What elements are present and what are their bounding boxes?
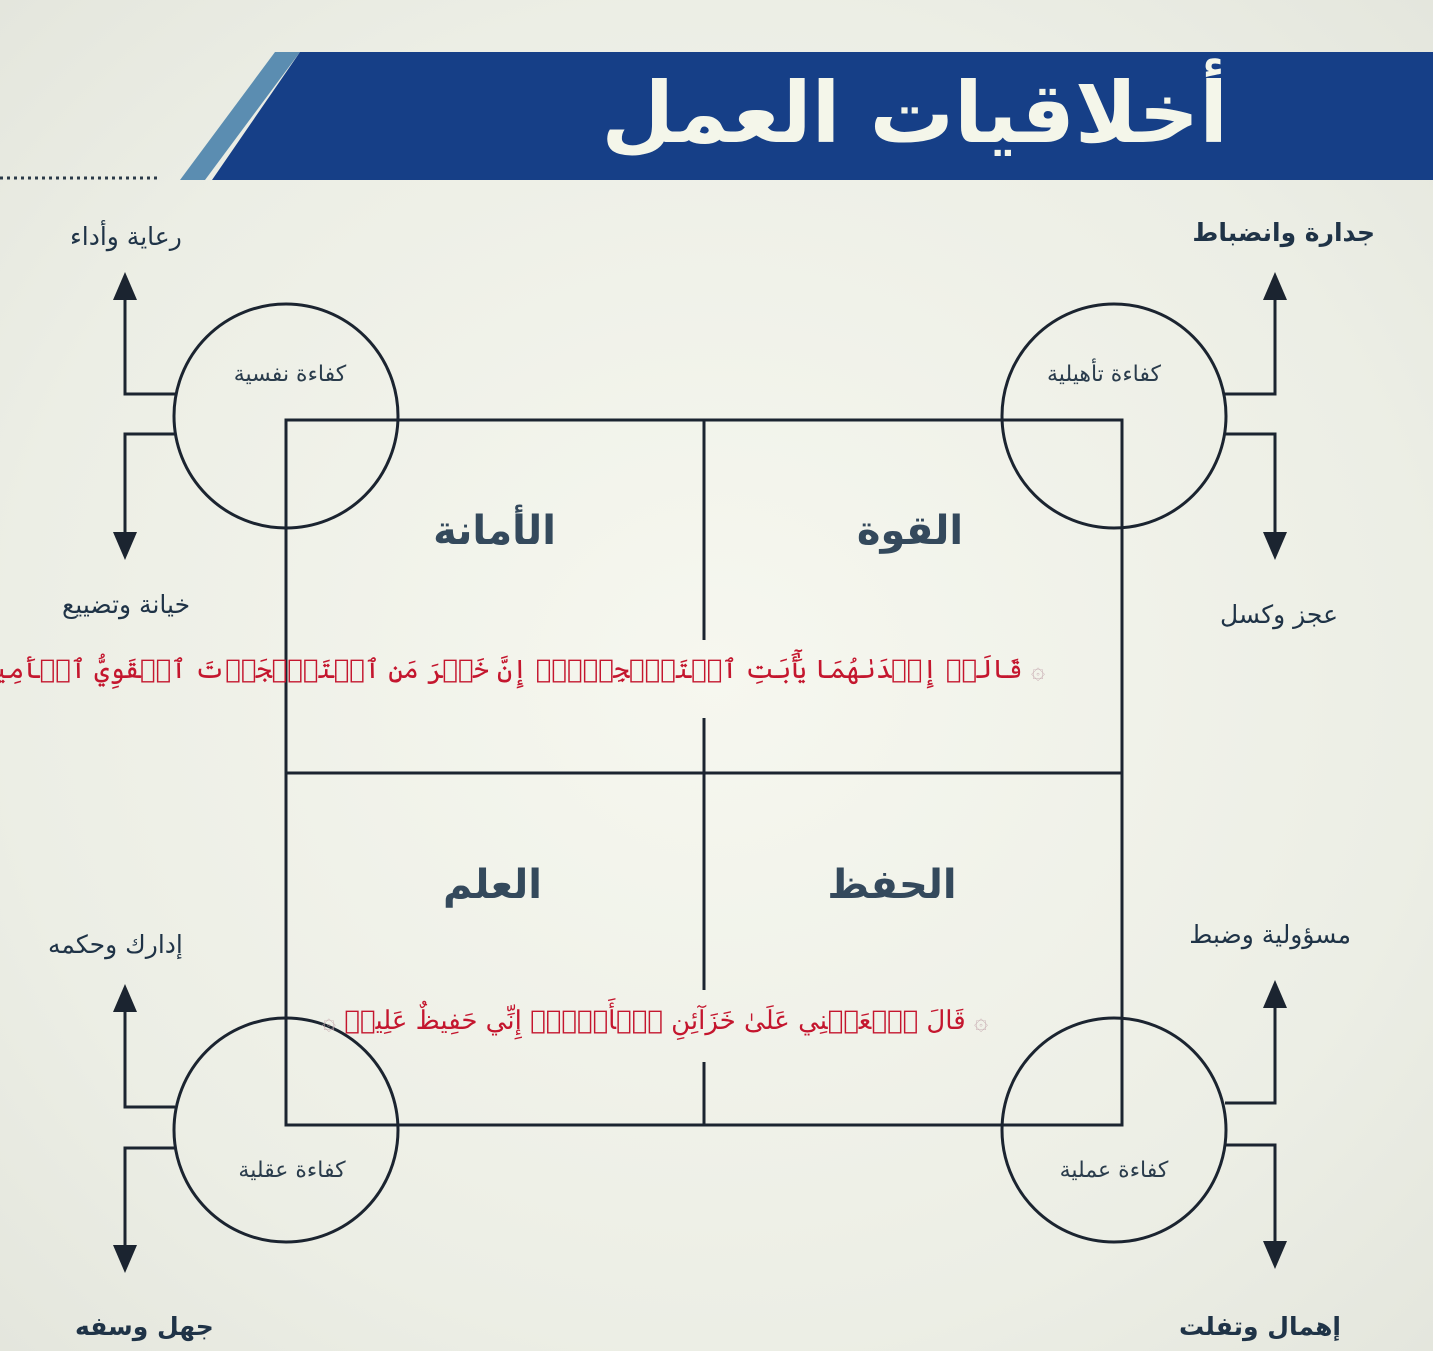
quadrant-strength: القوة	[856, 508, 964, 554]
quadrant-trustworthiness: الأمانة	[433, 508, 556, 554]
outcome-top-left-negative: خيانة وتضييع	[62, 590, 191, 619]
arrow-up-top-left	[113, 272, 137, 300]
arrow-down-top-left	[113, 532, 137, 560]
circle-top-right	[1000, 302, 1228, 530]
page-title: أخلاقيات العمل	[601, 64, 1228, 162]
connector-bottom-left-up	[123, 1010, 175, 1109]
connector-top-right-down	[1225, 432, 1277, 535]
verse-ornament-close: ۞	[321, 1007, 336, 1035]
arrow-down-bottom-left	[113, 1245, 137, 1273]
outcome-bottom-left-negative: جهل وسفه	[75, 1312, 214, 1341]
connector-bottom-right-down	[1225, 1143, 1277, 1244]
circle-bottom-right	[1000, 1016, 1228, 1244]
verse-top-text: قَالَتۡ إِحۡدَىٰهُمَا يَٰٓأَبَتِ ٱسۡتَـٔ…	[0, 655, 1023, 685]
arrow-down-top-right	[1263, 532, 1287, 560]
circle-bottom-left	[172, 1016, 400, 1244]
outcome-bottom-right-positive: مسؤولية وضبط	[1189, 920, 1351, 949]
outcome-top-left-positive: رعاية وأداء	[70, 222, 182, 251]
circle-label-top-right: كفاءة تأهيلية	[1047, 362, 1161, 387]
circle-label-bottom-right: كفاءة عملية	[1059, 1158, 1169, 1183]
header-stripe	[180, 52, 300, 180]
connector-top-left-up	[123, 298, 175, 396]
outcome-bottom-left-positive: إدارك وحكمه	[48, 930, 183, 959]
circle-top-left	[172, 302, 400, 530]
connector-top-left-down	[123, 432, 175, 535]
verse-ornament-open: ۞	[1030, 656, 1045, 684]
arrow-up-bottom-left	[113, 984, 137, 1012]
connector-bottom-left-down	[123, 1146, 175, 1248]
circle-label-bottom-left: كفاءة عقلية	[238, 1158, 346, 1183]
verse-bottom-text: قَالَ ٱجۡعَلۡنِي عَلَىٰ خَزَآئِنِ ٱلۡأَر…	[344, 1006, 966, 1036]
header-band-shape	[212, 52, 1433, 180]
verse-bottom: ۞ قَالَ ٱجۡعَلۡنِي عَلَىٰ خَزَآئِنِ ٱلۡأ…	[322, 1006, 988, 1036]
outcome-top-right-negative: عجز وكسل	[1219, 600, 1338, 629]
header-banner	[0, 52, 1433, 180]
connector-top-right-up	[1225, 298, 1277, 396]
arrow-down-bottom-right	[1263, 1241, 1287, 1269]
verse-top: ۞ قَالَتۡ إِحۡدَىٰهُمَا يَٰٓأَبَتِ ٱسۡتَ…	[0, 655, 1045, 685]
quadrant-safeguarding: الحفظ	[827, 862, 957, 908]
outcome-bottom-right-negative: إهمال وتفلت	[1178, 1312, 1341, 1341]
outcome-top-right-positive: جدارة وانضباط	[1192, 218, 1375, 247]
connector-bottom-right-up	[1225, 1006, 1277, 1105]
verse-ornament-open: ۞	[973, 1007, 988, 1035]
circle-label-top-left: كفاءة نفسية	[233, 362, 347, 387]
arrow-up-bottom-right	[1263, 980, 1287, 1008]
arrow-up-top-right	[1263, 272, 1287, 300]
quadrant-knowledge: العلم	[442, 862, 542, 908]
